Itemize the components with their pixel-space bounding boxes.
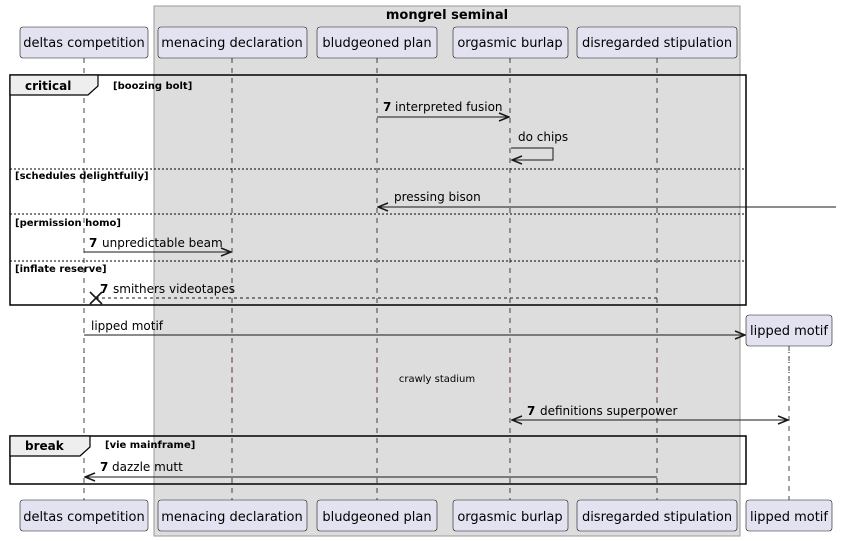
message-do-chips: do chips xyxy=(511,130,568,160)
svg-text:disregarded stipulation: disregarded stipulation xyxy=(582,36,732,51)
svg-text:7: 7 xyxy=(89,236,97,250)
participant-group-title: mongrel seminal xyxy=(386,8,508,23)
svg-text:dazzle mutt: dazzle mutt xyxy=(112,460,183,474)
svg-text:7: 7 xyxy=(527,404,535,418)
svg-text:orgasmic burlap: orgasmic burlap xyxy=(457,510,562,525)
fragment-break-guard: [vie mainframe] xyxy=(105,440,195,451)
participant-disregarded-stipulation-bottom: disregarded stipulation xyxy=(576,499,738,532)
participant-menacing-declaration-top: menacing declaration xyxy=(157,26,308,59)
svg-text:menacing declaration: menacing declaration xyxy=(161,36,302,51)
participant-bludgeoned-plan-bottom: bludgeoned plan xyxy=(316,499,438,532)
participant-deltas-competition-bottom: deltas competition xyxy=(19,499,149,532)
svg-text:7: 7 xyxy=(100,460,108,474)
fragment-guard-inflate-reserve: [inflate reserve] xyxy=(15,264,107,275)
svg-text:disregarded stipulation: disregarded stipulation xyxy=(582,510,732,525)
svg-text:deltas competition: deltas competition xyxy=(23,36,144,51)
svg-text:interpreted fusion: interpreted fusion xyxy=(395,100,503,114)
participant-deltas-competition-top: deltas competition xyxy=(19,26,149,59)
svg-text:bludgeoned plan: bludgeoned plan xyxy=(322,510,431,525)
svg-text:lipped motif: lipped motif xyxy=(750,510,828,525)
svg-text:orgasmic burlap: orgasmic burlap xyxy=(457,36,562,51)
svg-text:lipped motif: lipped motif xyxy=(91,319,164,333)
fragment-break-keyword: break xyxy=(25,439,65,453)
fragment-guard-schedules-delightfully: [schedules delightfully] xyxy=(15,171,149,182)
message-unpredictable-beam: 7 unpredictable beam xyxy=(84,236,231,252)
svg-text:do chips: do chips xyxy=(518,130,568,144)
participant-heads-bottom: deltas competition menacing declaration … xyxy=(19,499,833,532)
svg-text:menacing declaration: menacing declaration xyxy=(161,510,302,525)
participant-lipped-motif-created: lipped motif xyxy=(745,314,833,347)
fragment-critical: critical [boozing bolt] [schedules delig… xyxy=(9,74,747,306)
svg-text:crawly stadium: crawly stadium xyxy=(399,374,475,385)
svg-text:unpredictable beam: unpredictable beam xyxy=(102,236,223,250)
svg-text:bludgeoned plan: bludgeoned plan xyxy=(322,36,431,51)
fragment-critical-guard: [boozing bolt] xyxy=(113,81,192,92)
svg-text:pressing bison: pressing bison xyxy=(394,190,481,204)
message-definitions-superpower: 7 definitions superpower xyxy=(512,404,788,420)
delay-crawly-stadium: crawly stadium xyxy=(83,352,790,402)
fragment-critical-keyword: critical xyxy=(25,79,71,93)
participant-orgasmic-burlap-bottom: orgasmic burlap xyxy=(452,499,569,532)
svg-text:deltas competition: deltas competition xyxy=(23,510,144,525)
message-smithers-videotapes: 7 smithers videotapes xyxy=(89,282,657,305)
participant-disregarded-stipulation-top: disregarded stipulation xyxy=(576,26,738,59)
participant-group-box xyxy=(153,5,741,537)
participant-orgasmic-burlap-top: orgasmic burlap xyxy=(452,26,569,59)
svg-text:7: 7 xyxy=(100,282,108,296)
svg-text:7: 7 xyxy=(383,100,391,114)
participant-heads-top: deltas competition menacing declaration … xyxy=(19,26,833,347)
svg-text:definitions superpower: definitions superpower xyxy=(540,404,677,418)
participant-menacing-declaration-bottom: menacing declaration xyxy=(157,499,308,532)
svg-text:smithers videotapes: smithers videotapes xyxy=(113,282,235,296)
message-pressing-bison: pressing bison xyxy=(378,190,836,207)
lifelines xyxy=(83,58,790,500)
message-interpreted-fusion: 7 interpreted fusion xyxy=(377,100,509,117)
fragment-guard-permission-homo: [permission homo] xyxy=(15,218,121,229)
message-lipped-motif: lipped motif xyxy=(84,319,745,335)
fragment-break: break [vie mainframe] xyxy=(9,435,747,485)
participant-bludgeoned-plan-top: bludgeoned plan xyxy=(316,26,438,59)
participant-lipped-motif-bottom: lipped motif xyxy=(745,499,833,532)
svg-text:lipped motif: lipped motif xyxy=(750,324,828,339)
message-dazzle-mutt: 7 dazzle mutt xyxy=(85,460,657,477)
